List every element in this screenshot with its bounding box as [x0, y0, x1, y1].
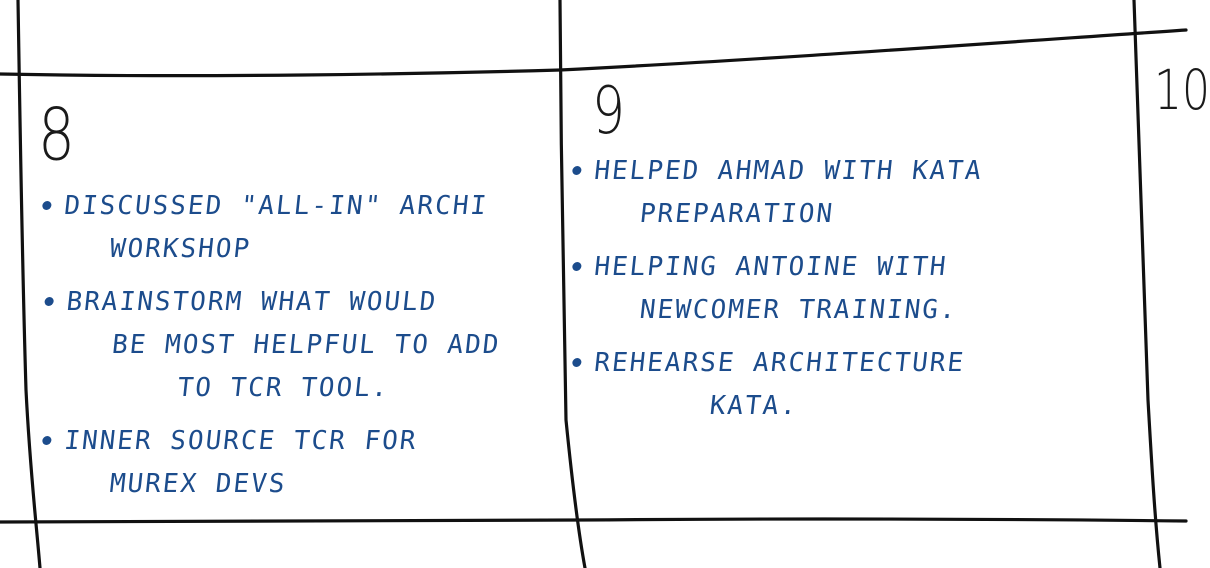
- note-line: preparation: [638, 199, 836, 229]
- bullet-dot-icon: [571, 358, 582, 367]
- bullet-dot-icon: [44, 297, 55, 306]
- bullet-dot-icon: [571, 166, 582, 175]
- grid-line-vertical-right: [1132, 0, 1162, 568]
- note-item: Helping Antoine with newcomer training.: [571, 246, 1126, 332]
- note-line: Inner source TCR for: [62, 426, 419, 456]
- note-item: Helped Ahmad with Kata preparation: [571, 150, 1126, 236]
- note-line: Helped Ahmad with Kata: [592, 156, 985, 186]
- note-item: Discussed "All-in" archi workshop: [41, 185, 556, 271]
- note-item: Inner source TCR for Murex devs: [41, 420, 556, 506]
- grid-line-horizontal-top: [0, 28, 1188, 78]
- note-line: to TCR tool.: [175, 373, 391, 403]
- grid-line-vertical-middle: [558, 0, 587, 568]
- grid-line-vertical-left: [16, 0, 42, 568]
- note-line: workshop: [108, 234, 253, 264]
- day-number: 8: [38, 92, 75, 177]
- note-line: newcomer training.: [638, 295, 960, 325]
- note-line: Discussed "All-in" archi: [62, 191, 490, 221]
- note-item: Brainstorm what would be most helpful to…: [44, 281, 559, 410]
- calendar-cell-8: 8 Discussed "All-in" archi workshop Brai…: [30, 80, 555, 520]
- note-line: Brainstorm what would: [64, 287, 439, 317]
- note-line: Helping Antoine with: [592, 252, 949, 282]
- bullet-dot-icon: [41, 201, 52, 210]
- bullet-dot-icon: [571, 262, 582, 271]
- bullet-dot-icon: [41, 436, 52, 445]
- day-number: 9: [592, 74, 626, 149]
- note-item: Rehearse Architecture Kata.: [571, 342, 1126, 428]
- notes-list: Discussed "All-in" archi workshop Brains…: [41, 185, 552, 516]
- notes-list: Helped Ahmad with Kata preparation Helpi…: [571, 150, 1122, 438]
- note-line: Murex devs: [108, 469, 288, 499]
- note-line: Kata.: [708, 391, 800, 421]
- calendar-cell-9: 9 Helped Ahmad with Kata preparation Hel…: [570, 70, 1130, 510]
- grid-line-horizontal-bottom: [0, 517, 1188, 524]
- note-line: Rehearse Architecture: [592, 348, 967, 378]
- day-number: 10: [1154, 59, 1210, 123]
- calendar-cell-10: 10: [1140, 55, 1210, 515]
- note-line: be most helpful to add: [110, 330, 503, 360]
